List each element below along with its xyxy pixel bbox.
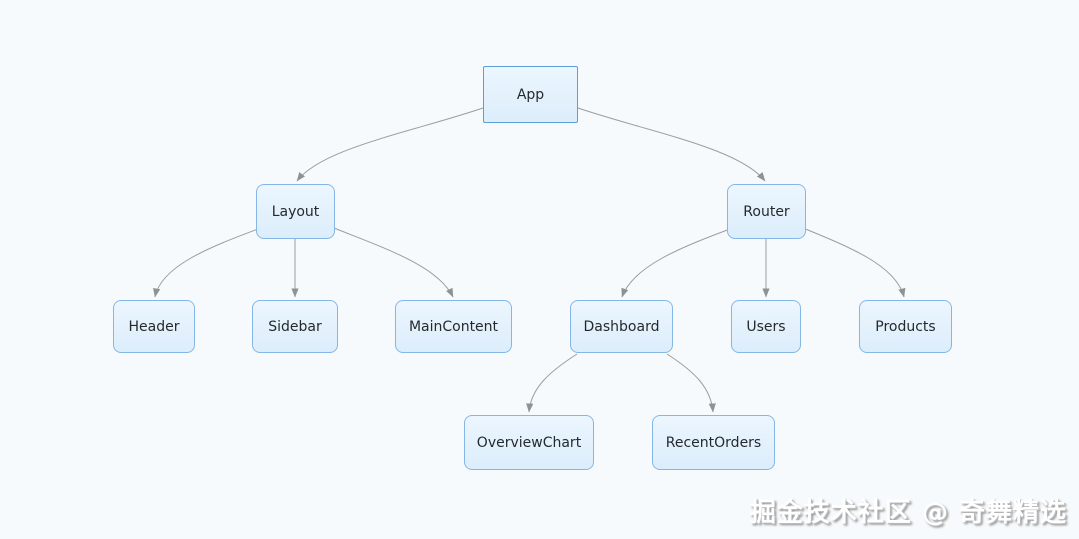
node-dashboard: Dashboard: [570, 300, 673, 353]
node-users: Users: [731, 300, 801, 353]
edge-dashboard-overviewchart: [526, 353, 578, 413]
node-label: Dashboard: [583, 318, 660, 335]
edge-router-products: [802, 227, 906, 298]
node-app: App: [483, 66, 578, 123]
node-label: Users: [746, 318, 786, 335]
node-label: MainContent: [408, 318, 499, 335]
edge-app-router: [577, 107, 766, 182]
node-label: Products: [875, 318, 936, 335]
node-label: App: [516, 86, 545, 103]
node-label: OverviewChart: [476, 434, 582, 451]
node-overviewchart: OverviewChart: [464, 415, 594, 470]
edge-layout-header: [153, 228, 259, 298]
node-label: Layout: [271, 203, 320, 220]
node-maincontent: MainContent: [395, 300, 512, 353]
node-label: RecentOrders: [665, 434, 762, 451]
node-label: Router: [743, 203, 790, 220]
edge-dashboard-recentorders: [666, 353, 716, 413]
node-sidebar: Sidebar: [252, 300, 338, 353]
watermark-text: 掘金技术社区 @ 奇舞精选: [749, 498, 1067, 528]
node-header: Header: [113, 300, 195, 353]
node-label: Sidebar: [268, 318, 322, 335]
node-recentorders: RecentOrders: [652, 415, 775, 470]
edge-layout-maincontent: [333, 227, 454, 298]
node-layout: Layout: [256, 184, 335, 239]
node-label: Header: [128, 318, 180, 335]
node-products: Products: [859, 300, 952, 353]
node-router: Router: [727, 184, 806, 239]
edge-app-layout: [296, 107, 484, 182]
edge-router-dashboard: [621, 228, 731, 298]
